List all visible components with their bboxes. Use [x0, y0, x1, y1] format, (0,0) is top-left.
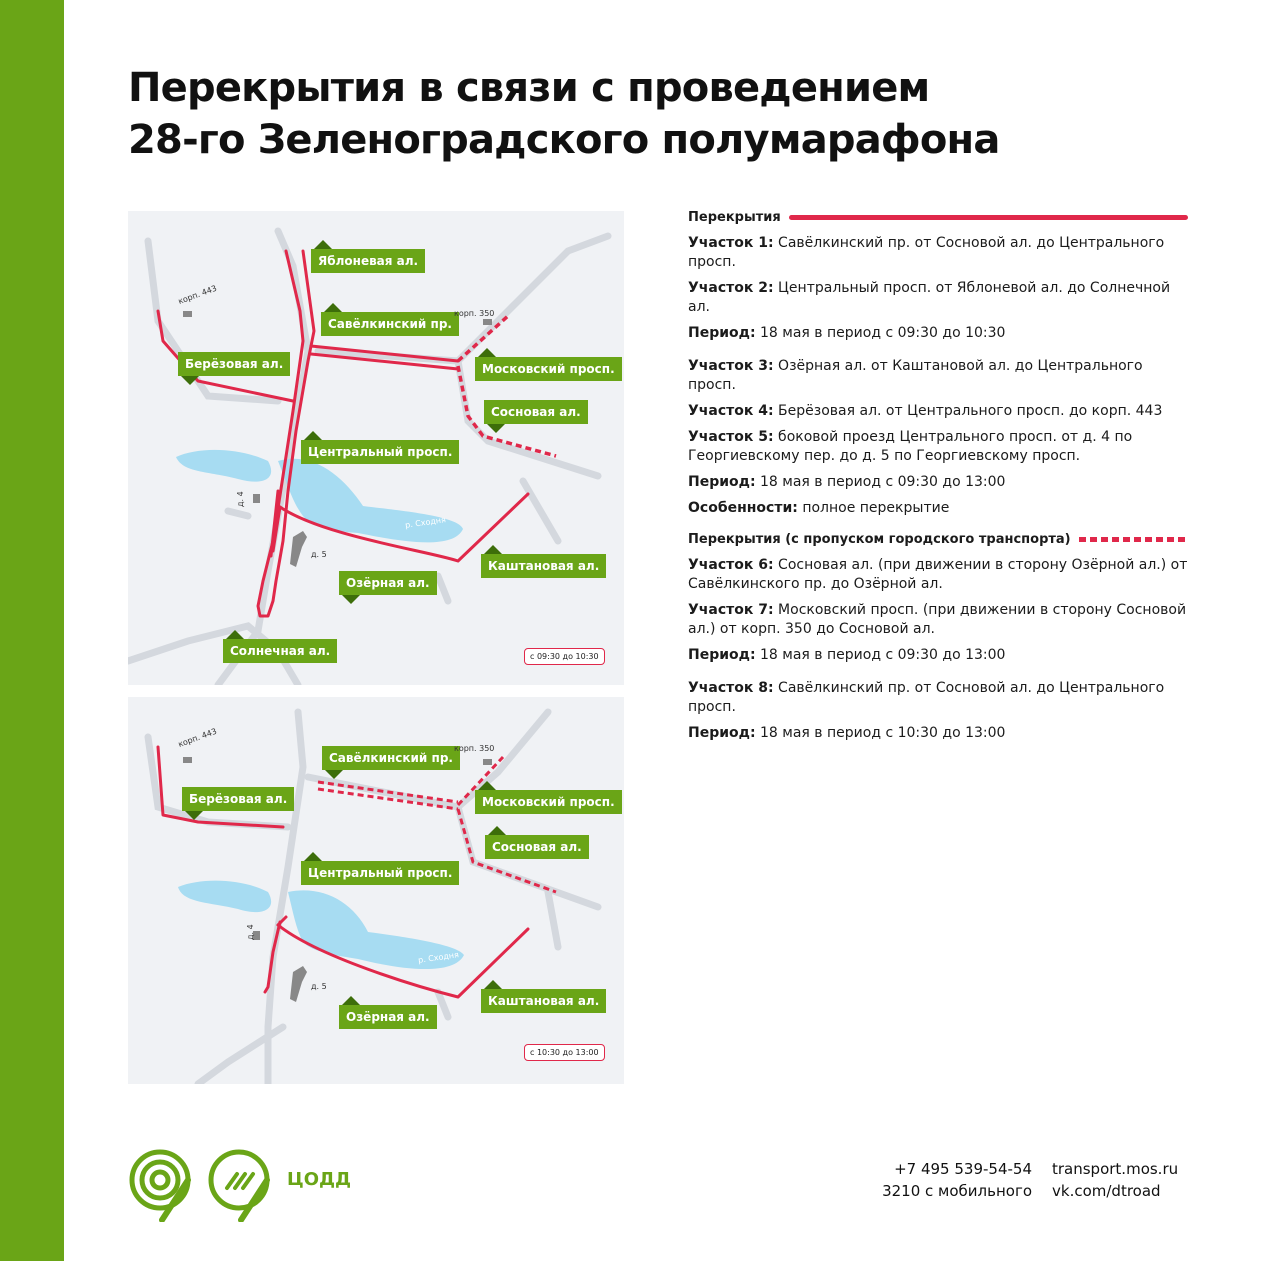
- page-title: Перекрытия в связи с проведением 28-го З…: [128, 62, 1128, 166]
- period-4-key: Период:: [688, 725, 756, 741]
- segment-1-text: Савёлкинский пр. от Сосновой ал. до Цент…: [688, 235, 1165, 270]
- map-day: Савёлкинский пр. Берёзовая ал. Московски…: [128, 697, 624, 1084]
- segment-8-key: Участок 8:: [688, 680, 774, 696]
- segment-1-key: Участок 1:: [688, 235, 774, 251]
- segment-2-key: Участок 2:: [688, 280, 774, 296]
- phone-contacts: +7 495 539-54-54 3210 с мобильного: [862, 1158, 1032, 1202]
- segment-6-text: Сосновая ал. (при движении в сторону Озё…: [688, 557, 1188, 592]
- codd-logo-text: ЦОДД: [287, 1169, 352, 1190]
- title-line-1: Перекрытия в связи с проведением: [128, 65, 930, 111]
- period-2: Период: 18 мая в период с 09:30 до 13:00: [688, 473, 1188, 492]
- moscow-transport-logo-icon: [129, 1149, 191, 1222]
- period-4: Период: 18 мая в период с 10:30 до 13:00: [688, 724, 1188, 743]
- segment-2: Участок 2: Центральный просп. от Яблонев…: [688, 279, 1188, 317]
- green-side-bar: [0, 0, 64, 1261]
- label-korp350: корп. 350: [454, 309, 495, 318]
- site-link[interactable]: transport.mos.ru: [1052, 1160, 1179, 1178]
- vk-link[interactable]: vk.com/dtroad: [1052, 1182, 1161, 1200]
- segment-7-text: Московский просп. (при движении в сторон…: [688, 602, 1187, 637]
- segment-6-key: Участок 6:: [688, 557, 774, 573]
- features: Особенности: полное перекрытие: [688, 499, 1188, 518]
- label-d4: д. 4: [236, 491, 245, 507]
- label-sosnovaya: Сосновая ал.: [484, 400, 588, 433]
- period-2-key: Период:: [688, 474, 756, 490]
- label-savelkinsky: Савёлкинский пр.: [321, 303, 459, 336]
- period-4-text: 18 мая в период с 10:30 до 13:00: [755, 725, 1006, 741]
- label-savelkinsky-2: Савёлкинский пр.: [322, 746, 460, 779]
- legend-solid-line: [788, 215, 1188, 220]
- segment-4-text: Берёзовая ал. от Центрального просп. до …: [773, 403, 1163, 419]
- segment-5-key: Участок 5:: [688, 429, 774, 445]
- label-d5: д. 5: [311, 550, 327, 559]
- label-berezovaya-2: Берёзовая ал.: [182, 787, 295, 820]
- segment-5-text: боковой проезд Центрального просп. от д.…: [688, 429, 1133, 464]
- segment-3: Участок 3: Озёрная ал. от Каштановой ал.…: [688, 357, 1188, 395]
- label-ozernaya-2: Озёрная ал.: [339, 996, 437, 1029]
- period-3: Период: 18 мая в период с 09:30 до 13:00: [688, 646, 1188, 665]
- map-morning: Яблоневая ал. Савёлкинский пр. Берёзовая…: [128, 211, 624, 685]
- segment-4-key: Участок 4:: [688, 403, 774, 419]
- period-2-text: 18 мая в период с 09:30 до 13:00: [755, 474, 1006, 490]
- map-morning-drawing: [128, 227, 612, 685]
- closures-info: Перекрытия Участок 1: Савёлкинский пр. о…: [688, 208, 1188, 750]
- period-1-text: 18 мая в период с 09:30 до 10:30: [755, 325, 1006, 341]
- legend-dashed-line: [1078, 537, 1188, 542]
- features-text: полное перекрытие: [797, 500, 950, 516]
- label-korp350-2: корп. 350: [454, 744, 495, 753]
- label-d5-2: д. 5: [311, 982, 327, 991]
- time-badge-1: с 09:30 до 10:30: [524, 648, 605, 665]
- section-full-closures: Перекрытия: [688, 208, 1188, 227]
- mobile-number[interactable]: 3210 с мобильного: [882, 1182, 1032, 1200]
- period-3-text: 18 мая в период с 09:30 до 13:00: [755, 647, 1006, 663]
- segment-8-text: Савёлкинский пр. от Сосновой ал. до Цент…: [688, 680, 1165, 715]
- segment-6: Участок 6: Сосновая ал. (при движении в …: [688, 556, 1188, 594]
- label-solnechnaya: Солнечная ал.: [223, 630, 338, 663]
- label-moskovsky-2: Московский просп.: [475, 781, 622, 814]
- label-kashtanovaya-2: Каштановая ал.: [481, 980, 607, 1013]
- label-kashtanovaya: Каштановая ал.: [481, 545, 607, 578]
- label-berezovaya: Берёзовая ал.: [178, 352, 291, 385]
- label-moskovsky: Московский просп.: [475, 348, 622, 381]
- title-line-2: 28-го Зеленоградского полумарафона: [128, 117, 1000, 163]
- segment-1: Участок 1: Савёлкинский пр. от Сосновой …: [688, 234, 1188, 272]
- section-full-closures-title: Перекрытия: [688, 210, 781, 225]
- segment-7: Участок 7: Московский просп. (при движен…: [688, 601, 1188, 639]
- label-ozernaya: Озёрная ал.: [339, 571, 437, 604]
- time-badge-2: с 10:30 до 13:00: [524, 1044, 605, 1061]
- segment-3-text: Озёрная ал. от Каштановой ал. до Централ…: [688, 358, 1143, 393]
- label-centralny: Центральный просп.: [301, 431, 460, 464]
- segment-8: Участок 8: Савёлкинский пр. от Сосновой …: [688, 679, 1188, 717]
- label-centralny-2: Центральный просп.: [301, 852, 460, 885]
- segment-7-key: Участок 7:: [688, 602, 774, 618]
- section-partial-closures: Перекрытия (с пропуском городского транс…: [688, 530, 1188, 549]
- label-d4-2: д. 4: [246, 924, 255, 940]
- period-3-key: Период:: [688, 647, 756, 663]
- segment-5: Участок 5: боковой проезд Центрального п…: [688, 428, 1188, 466]
- segment-3-key: Участок 3:: [688, 358, 774, 374]
- web-contacts: transport.mos.ru vk.com/dtroad: [1052, 1158, 1178, 1202]
- period-1: Период: 18 мая в период с 09:30 до 10:30: [688, 324, 1188, 343]
- label-sosnovaya-2: Сосновая ал.: [485, 826, 589, 859]
- section-partial-closures-title: Перекрытия (с пропуском городского транс…: [688, 532, 1071, 547]
- features-key: Особенности:: [688, 500, 798, 516]
- label-yablonevaya: Яблоневая ал.: [311, 240, 426, 273]
- codd-logo-icon: [208, 1149, 270, 1222]
- segment-2-text: Центральный просп. от Яблоневой ал. до С…: [688, 280, 1171, 315]
- phone-number[interactable]: +7 495 539-54-54: [894, 1160, 1032, 1178]
- period-1-key: Период:: [688, 325, 756, 341]
- segment-4: Участок 4: Берёзовая ал. от Центрального…: [688, 402, 1188, 421]
